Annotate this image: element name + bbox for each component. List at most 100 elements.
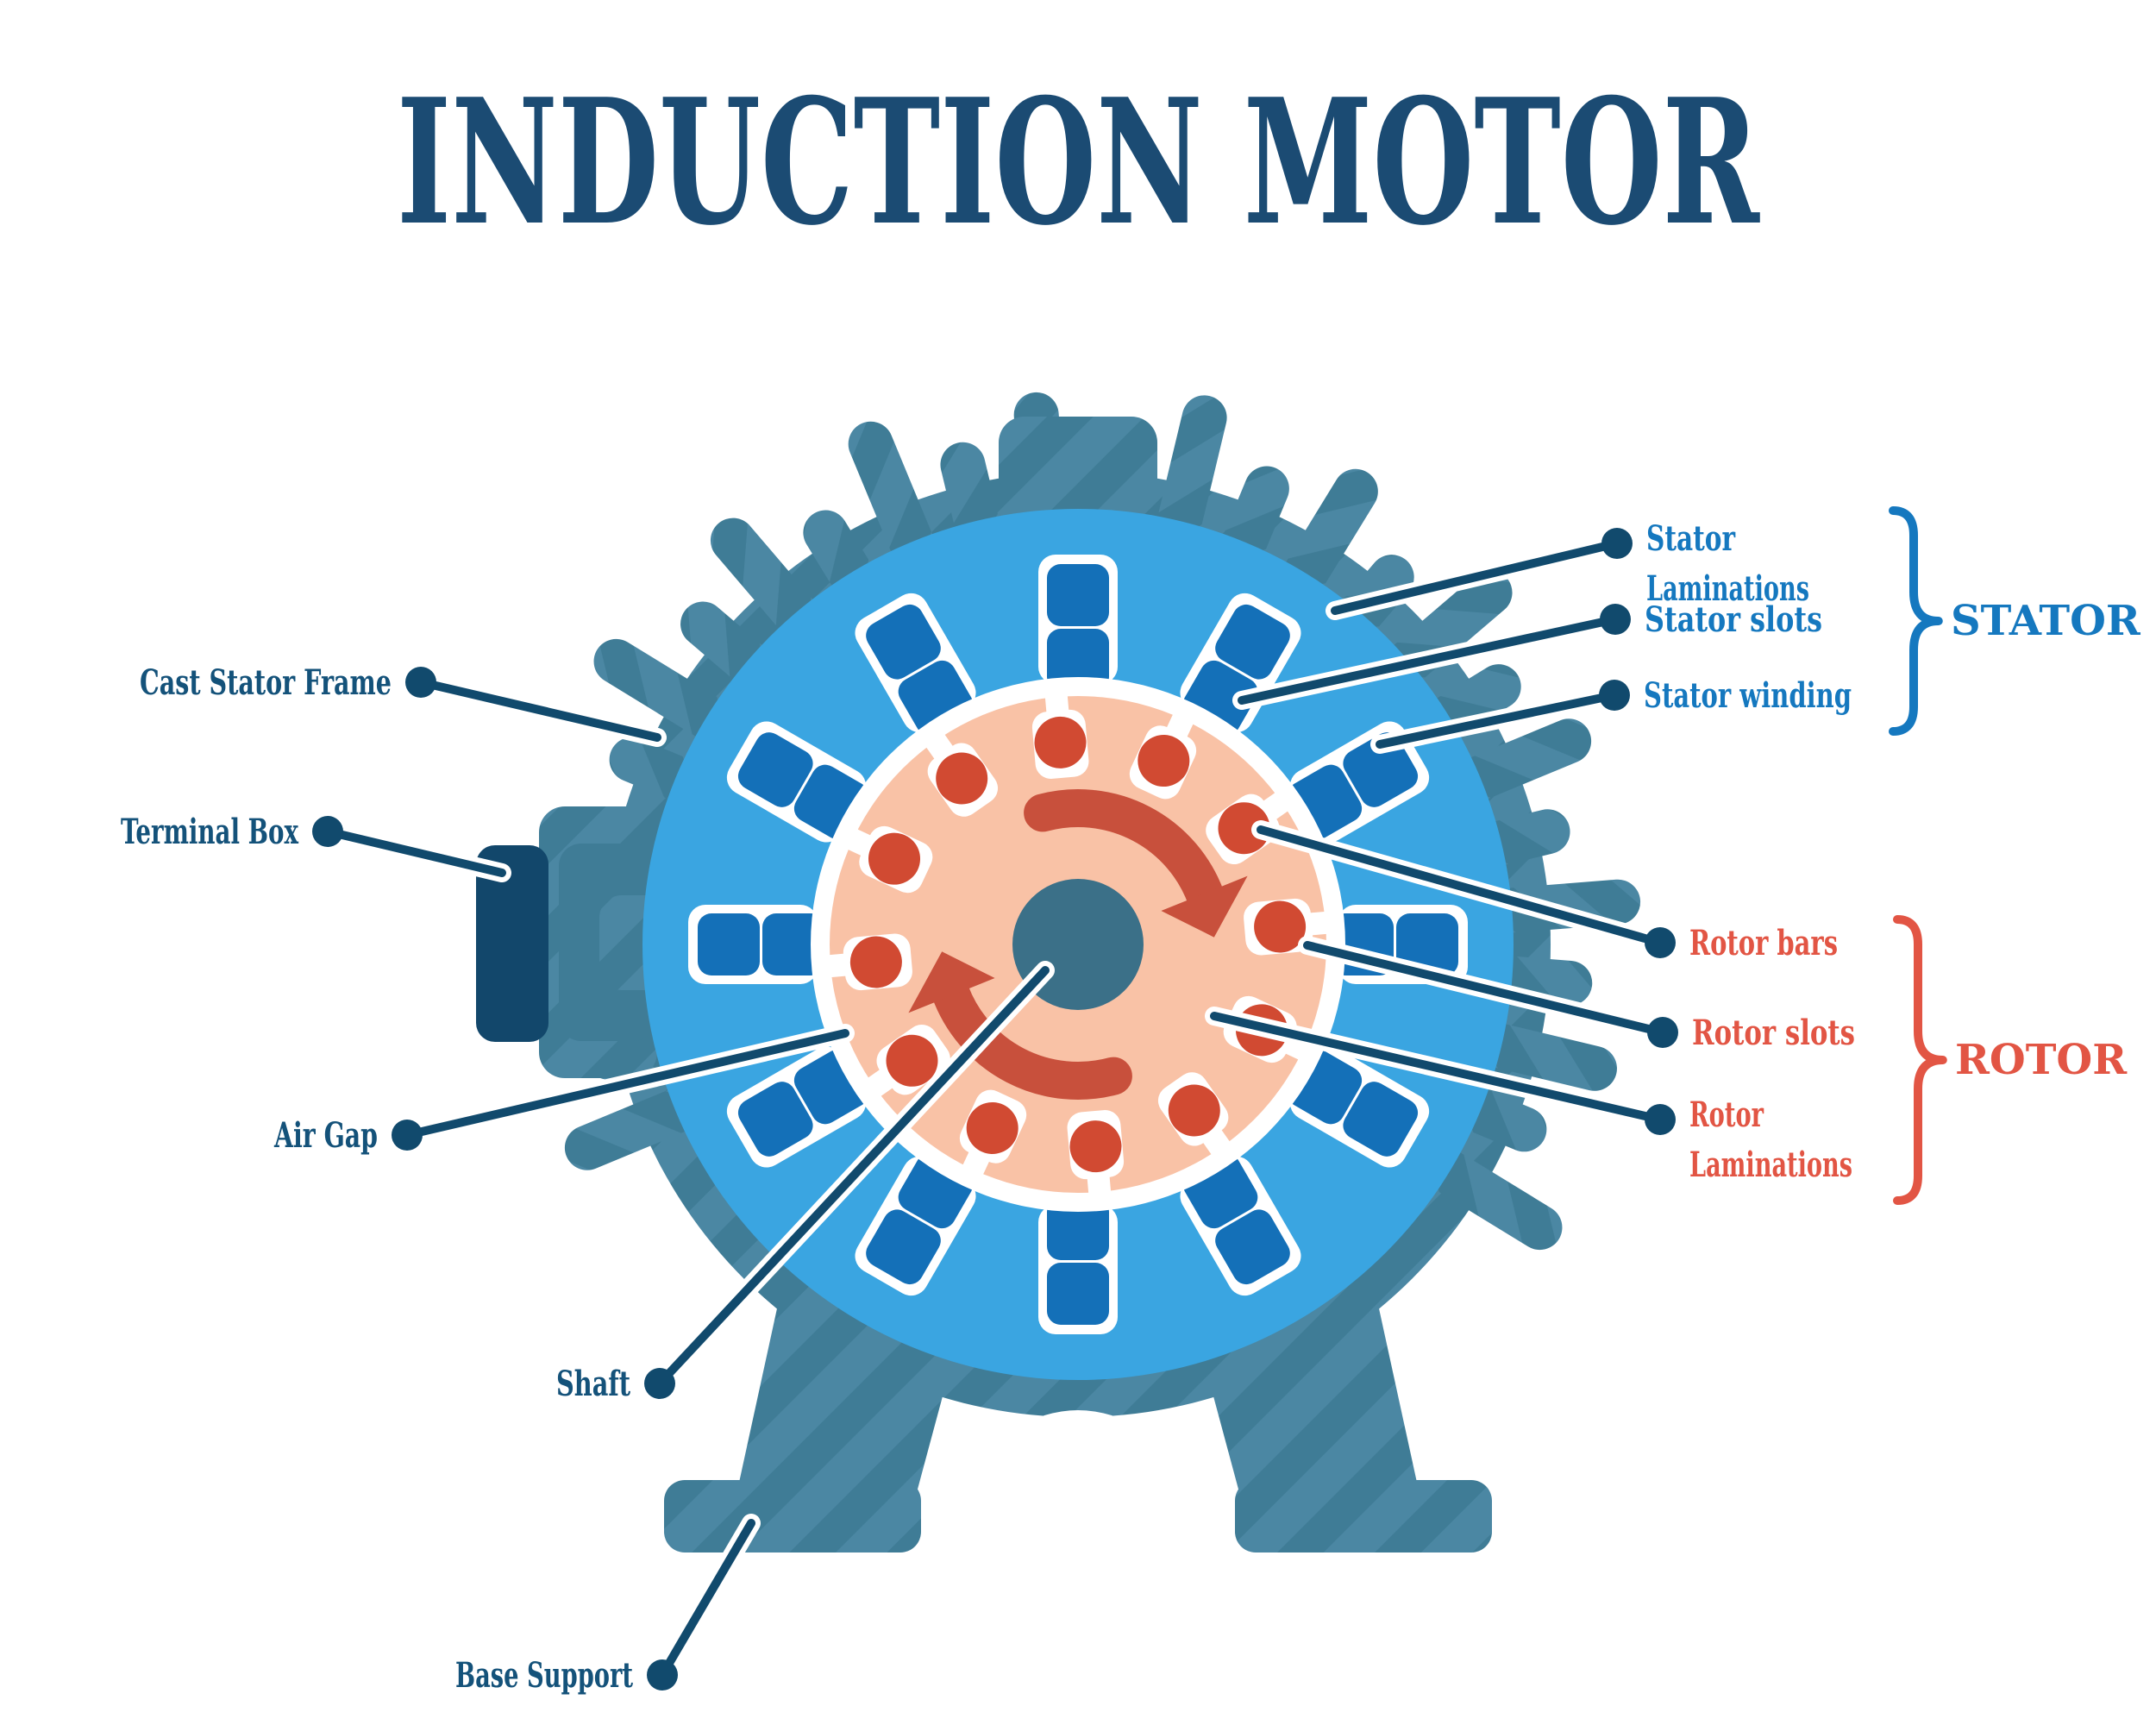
rotor-slot <box>1157 1072 1237 1164</box>
rotor-slot <box>1067 1110 1125 1205</box>
rotor-slot <box>1244 898 1338 956</box>
cooling-fin <box>1480 1024 1617 1091</box>
leader-terminal-box <box>312 816 511 882</box>
rotor-slot <box>818 933 912 991</box>
label-rotor-laminations: Rotor <box>1689 1095 1764 1135</box>
cooling-fin <box>710 518 818 636</box>
label-rotor-bars: Rotor bars <box>1689 923 1838 963</box>
leader-dot-stator-winding <box>1599 680 1630 711</box>
leader-dot-cast-stator-frame <box>405 667 436 698</box>
cooling-fin <box>1427 1150 1563 1251</box>
rotation-arrow-head <box>908 951 995 1013</box>
rotor-slot <box>1031 684 1089 779</box>
leader-cast-stator-frame <box>405 667 667 747</box>
rotor-bar <box>886 1034 938 1087</box>
leader-dot-shaft <box>644 1368 675 1399</box>
rotation-arrow-arc <box>931 972 1132 1100</box>
stator-slot <box>1287 1046 1430 1168</box>
stator-winding-outer <box>1047 564 1109 626</box>
rotor-bar <box>1069 1120 1122 1173</box>
leader-stator-laminations <box>1326 528 1633 620</box>
stator-winding-outer <box>1047 1263 1109 1325</box>
rotor-slot <box>1129 703 1199 800</box>
rotor-bar <box>849 936 902 988</box>
leader-dot-base-support <box>647 1659 678 1690</box>
leader-dot-rotor-bars <box>1645 927 1676 958</box>
rotor-slot <box>837 824 933 894</box>
leader-dot-rotor-laminations <box>1645 1104 1676 1135</box>
leader-dot-rotor-slots <box>1647 1017 1678 1048</box>
rotor-bar <box>936 752 988 805</box>
rotor-slot <box>919 724 999 817</box>
leader-air-gap <box>392 1024 855 1151</box>
stator-winding-inner <box>1047 629 1109 691</box>
cooling-fin <box>848 421 934 564</box>
stator-slot <box>1038 555 1118 691</box>
stator-slot <box>1287 721 1430 843</box>
stator-slot <box>688 905 824 984</box>
rotor-bar <box>1254 900 1307 953</box>
label-stator-slots: Stator slots <box>1645 599 1822 640</box>
rotor-bar <box>1034 716 1087 768</box>
rotor-group-label: ROTOR <box>1955 1036 2128 1084</box>
cooling-fin <box>940 442 999 543</box>
base-arch <box>910 1410 1246 1725</box>
leader-dot-stator-laminations <box>1601 528 1633 559</box>
leader-dot-air-gap <box>392 1120 423 1151</box>
label-rotor-laminations: Laminations <box>1689 1145 1852 1185</box>
cooling-fin <box>593 638 729 739</box>
cooling-fin <box>1283 468 1378 595</box>
stator-winding-outer <box>737 732 813 807</box>
rotor-bar <box>868 832 921 885</box>
leader-rotor-laminations <box>1205 1007 1676 1135</box>
label-stator-winding: Stator winding <box>1644 675 1852 716</box>
stator-winding-outer <box>698 913 760 975</box>
top-fin-cap <box>999 417 1157 539</box>
label-terminal-box: Terminal Box <box>121 812 299 852</box>
leader-base-support <box>647 1514 761 1690</box>
rotor-bar <box>1218 802 1270 855</box>
left-base-support <box>664 1480 921 1552</box>
stator-winding-outer <box>737 1082 813 1157</box>
stator-winding-outer <box>1215 604 1290 680</box>
stator-slot <box>855 593 976 736</box>
stator-slot <box>1038 1198 1118 1334</box>
stator-winding-outer <box>866 604 941 680</box>
leader-rotor-bars <box>1251 820 1676 958</box>
rotation-arrows <box>908 789 1248 1100</box>
label-cast-stator-frame: Cast Stator Frame <box>140 662 392 703</box>
label-stator-laminations: Laminations <box>1646 568 1809 609</box>
cooling-fin <box>564 1088 698 1170</box>
leader-rotor-slots <box>1298 936 1678 1048</box>
terminal-box <box>476 845 548 1042</box>
rotor-slot <box>957 1089 1027 1186</box>
rotor-slot <box>858 1024 950 1103</box>
rotor-bar <box>966 1101 1018 1154</box>
stator-winding-outer <box>1343 732 1419 807</box>
rotation-arrow-arc <box>1024 789 1225 917</box>
leader-dot-terminal-box <box>312 816 343 847</box>
stator-slot <box>726 1046 869 1168</box>
stator-winding-outer <box>866 1209 941 1285</box>
rotor-bar <box>1168 1084 1220 1137</box>
leader-shaft <box>644 961 1055 1399</box>
group-braces <box>1889 506 1947 1205</box>
stator-winding-inner <box>1047 1198 1109 1260</box>
label-base-support: Base Support <box>455 1655 633 1696</box>
label-air-gap: Air Gap <box>273 1115 378 1156</box>
page-title: INDUCTION MOTOR <box>397 61 1760 264</box>
leader-stator-winding <box>1370 680 1630 754</box>
leader-stator-slots <box>1232 604 1631 710</box>
leader-lines <box>312 528 1678 1690</box>
rotor-brace <box>1893 915 1947 1205</box>
cooling-fin <box>1458 718 1592 800</box>
cooling-fin <box>1157 395 1227 543</box>
label-shaft: Shaft <box>556 1364 630 1404</box>
stator-brace <box>1889 506 1943 736</box>
stator-winding-outer <box>1343 1082 1419 1157</box>
rotor-bar <box>1138 735 1190 787</box>
stator-winding-inner <box>762 913 824 975</box>
leader-dot-stator-slots <box>1600 604 1631 635</box>
